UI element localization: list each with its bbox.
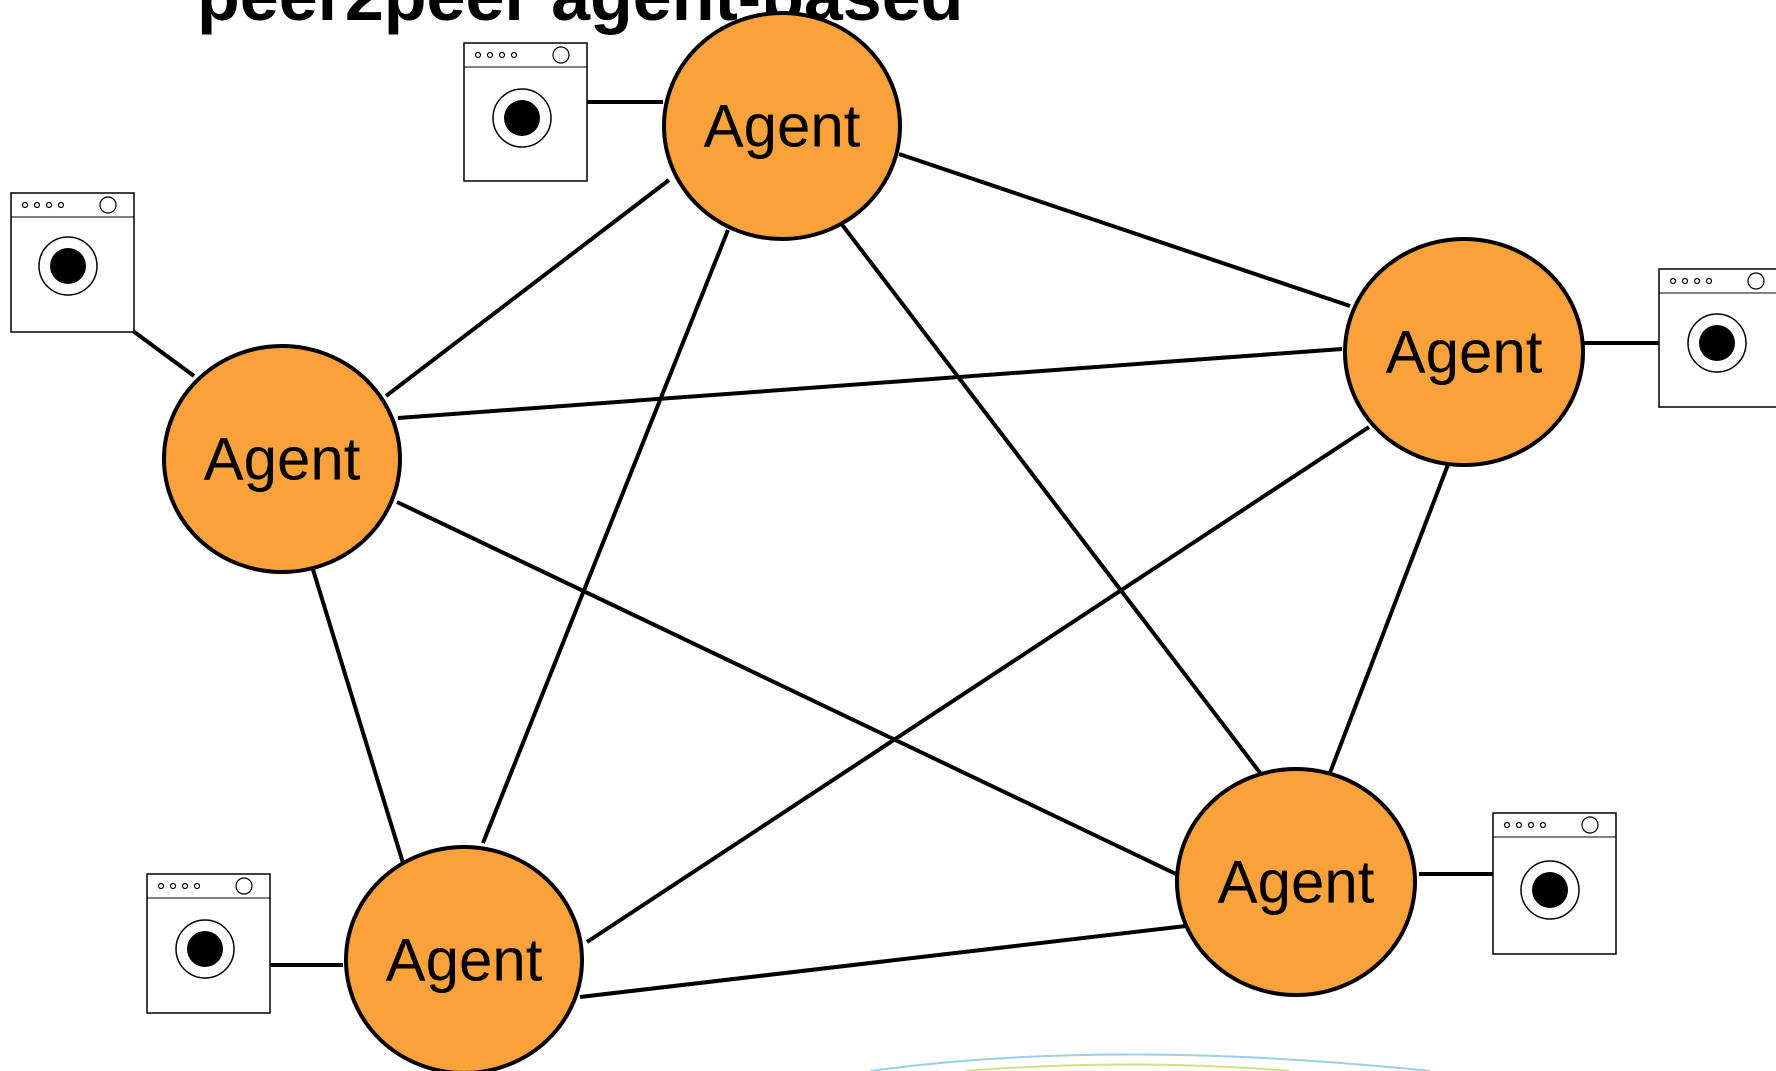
- agent-node-right: Agent: [1343, 237, 1585, 467]
- agent-node-left: Agent: [162, 344, 402, 574]
- edge-top-bottomright: [838, 220, 1266, 780]
- edge-top-right: [898, 152, 1351, 308]
- agent-node-left-circle: [162, 344, 402, 574]
- agent-node-bottomleft-label: Agent: [386, 927, 543, 994]
- decorative-arc-blue: [869, 1053, 1431, 1071]
- agent-node-bottomright: Agent: [1175, 767, 1417, 997]
- washing-machine-icon: [463, 42, 588, 182]
- washing-machine-icon: [146, 873, 271, 1014]
- edge-top-bottomleft: [481, 229, 730, 844]
- edge-top-left: [384, 178, 671, 398]
- washing-machine-icon: [1658, 268, 1776, 408]
- edge-right-bottomright: [1326, 461, 1451, 779]
- agent-node-top: Agent: [662, 11, 902, 241]
- device-link-left: [131, 329, 196, 378]
- edge-bottomleft-bottomright: [579, 924, 1187, 999]
- agent-node-bottomright-circle: [1175, 767, 1417, 997]
- agent-node-right-circle: [1343, 237, 1585, 467]
- device-links: [131, 100, 1660, 967]
- edge-left-bottomright: [396, 500, 1177, 876]
- agent-node-bottomleft-circle: [344, 845, 584, 1071]
- washing-machine-icon: [10, 192, 135, 333]
- agent-node-left-label: Agent: [204, 426, 361, 493]
- washing-machine-icon: [1492, 812, 1617, 955]
- agent-node-bottomleft: Agent: [344, 845, 584, 1071]
- agent-node-top-label: Agent: [704, 93, 861, 160]
- slide-title: peer2peer agent-based: [197, 0, 963, 35]
- edge-left-bottomleft: [309, 562, 405, 864]
- agent-connections: [309, 152, 1451, 999]
- agent-node-top-circle: [662, 11, 902, 241]
- edge-right-bottomleft: [585, 425, 1371, 944]
- agent-node-bottomright-label: Agent: [1218, 849, 1375, 916]
- agent-node-right-label: Agent: [1386, 319, 1543, 386]
- edge-left-right: [397, 347, 1343, 420]
- decorative-arc-green: [964, 1063, 1291, 1071]
